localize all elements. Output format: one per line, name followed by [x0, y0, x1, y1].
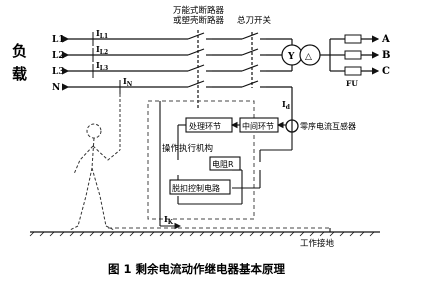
- current-il3: IL3: [96, 60, 108, 72]
- test-current-path: [159, 101, 182, 230]
- shunt-circuit-box: [169, 179, 231, 195]
- line-l1-label: L1: [52, 35, 65, 45]
- resistor-label: 电阻R: [212, 159, 234, 169]
- load-label-2: 载: [12, 65, 27, 83]
- fuses: [344, 34, 362, 76]
- line-l2-label: L2: [52, 51, 65, 61]
- line-l3-label: L3: [52, 67, 65, 77]
- transformer-delta-label: △: [305, 52, 312, 62]
- main-knife-switch: [241, 32, 266, 88]
- current-in: IN: [123, 76, 133, 88]
- line-n-label: N: [52, 83, 60, 93]
- breaker-title-2: 或塑壳断路器: [173, 15, 225, 26]
- work-ground-label: 工作接地: [300, 238, 335, 249]
- figure-caption: 图 1 剩余电流动作继电器基本原理: [108, 262, 286, 276]
- current-id: Id: [282, 99, 291, 111]
- phase-a-label: A: [381, 34, 390, 45]
- zero-seq-ct-label: 零序电流互感器: [300, 121, 356, 131]
- current-il2: IL2: [96, 44, 108, 56]
- circuit-breaker: [180, 30, 212, 110]
- secondary-wiring: [320, 35, 380, 75]
- operating-mechanism-label: 操作执行机构: [162, 143, 213, 154]
- load-label-1: 负: [12, 42, 27, 60]
- transformer: [281, 44, 321, 66]
- resistor-box: [209, 156, 241, 171]
- person-figure: [69, 123, 121, 231]
- fuse-label: FU: [346, 79, 358, 88]
- breaker-title-1: 万能式断路器: [173, 5, 225, 16]
- processing-unit-label: 处理环节: [189, 121, 221, 131]
- intermediate-unit-label: 中间环节: [242, 121, 274, 131]
- transformer-y-label: Y: [287, 52, 295, 62]
- ground-hatch: [29, 231, 375, 237]
- current-sense-marks: [92, 32, 121, 94]
- current-il1: IL1: [96, 28, 108, 40]
- main-switch-label: 总刀开关: [237, 15, 272, 26]
- phase-c-label: C: [382, 66, 390, 77]
- shunt-circuit-label: 脱扣控制电路: [172, 183, 220, 193]
- current-ik: IK: [164, 214, 174, 226]
- relay-enclosure: [147, 100, 255, 220]
- phase-b-label: B: [382, 50, 390, 61]
